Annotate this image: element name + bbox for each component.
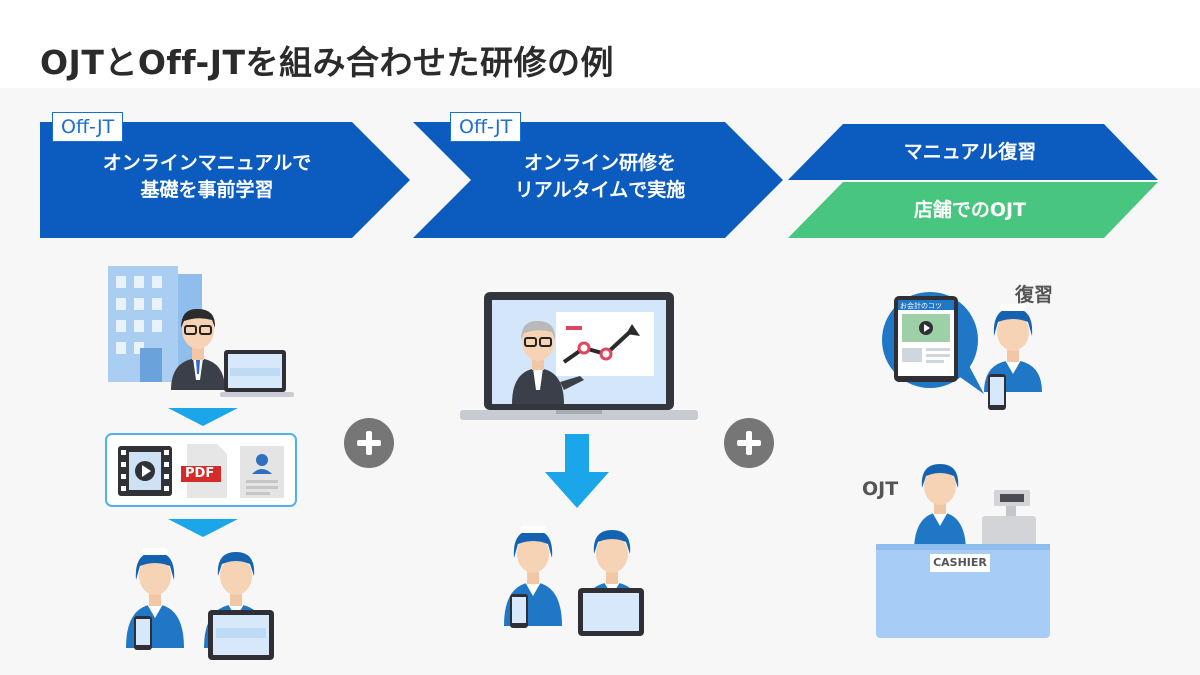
laptop-icon	[220, 350, 294, 397]
step2-line1: オンライン研修を	[523, 152, 676, 174]
arrow-down-icon	[545, 434, 609, 508]
plus-icon	[724, 418, 774, 468]
staff-male-with-tablet-icon	[204, 552, 274, 660]
online-lecture-laptop-icon	[460, 292, 698, 420]
arrow-down-icon	[168, 519, 238, 537]
document-profile-icon	[240, 446, 284, 498]
cashier-scene	[876, 464, 1050, 638]
pdf-icon	[181, 444, 227, 498]
pdf-label: PDF	[185, 466, 215, 481]
tablet-bubble-icon	[882, 292, 984, 394]
step1-arrow	[40, 122, 410, 238]
step1-tag: Off-JT	[52, 112, 124, 142]
step3-arrow-top	[788, 124, 1158, 180]
step2-arrow	[413, 122, 783, 238]
step3-bottom-text: 店舗でのOJT	[913, 199, 1027, 221]
staff-female-with-phone-icon	[126, 548, 184, 650]
step2-tag: Off-JT	[450, 112, 522, 142]
step1-line2: 基礎を事前学習	[140, 179, 274, 201]
staff-female-with-phone-icon	[504, 526, 562, 628]
tablet-title: お会計のコツ	[900, 302, 942, 310]
video-icon	[118, 446, 172, 496]
step2-line2: リアルタイムで実施	[514, 179, 686, 201]
businessman-icon	[171, 308, 225, 390]
review-label: 復習	[1015, 284, 1054, 306]
plus-icon	[344, 418, 394, 468]
cashier-sign: CASHIER	[933, 556, 987, 569]
arrow-down-icon	[168, 408, 238, 426]
staff-male-with-tablet-icon	[578, 530, 644, 636]
staff-female-with-phone-icon	[984, 304, 1042, 410]
step3-top-text: マニュアル復習	[903, 141, 1037, 163]
step3-arrow-bottom	[788, 182, 1158, 238]
step2-text: オンライン研修を リアルタイムで実施	[455, 150, 745, 204]
step1-line1: オンラインマニュアルで	[102, 152, 312, 174]
page-title: OJTとOff-JTを組み合わせた研修の例	[40, 43, 615, 82]
ojt-label: OJT	[862, 478, 899, 500]
step1-text: オンラインマニュアルで 基礎を事前学習	[62, 150, 352, 204]
